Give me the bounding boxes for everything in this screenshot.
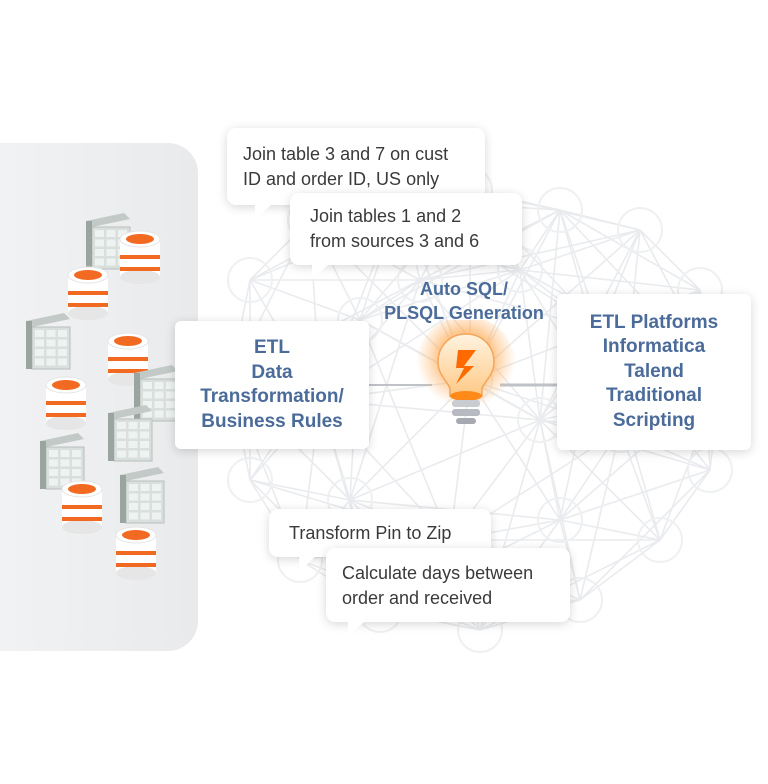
network-line <box>559 519 661 541</box>
bubble-line: order and received <box>342 588 493 608</box>
platform-line: ETL Platforms <box>589 311 719 333</box>
database-icon <box>115 526 157 580</box>
table-icon <box>134 365 179 422</box>
network-node <box>227 257 273 303</box>
network-line <box>579 539 661 601</box>
network-node <box>537 497 583 543</box>
network-line <box>359 269 521 321</box>
network-line <box>559 469 711 521</box>
platform-line: Talend <box>624 360 684 382</box>
network-line <box>249 479 351 501</box>
platform-line: Traditional <box>605 385 703 407</box>
table-icon <box>26 313 71 370</box>
etl-line: Transformation/ <box>200 386 344 407</box>
network-node <box>537 187 583 233</box>
bubble-line: Calculate days between <box>342 563 534 583</box>
network-line <box>639 229 701 291</box>
network-line <box>349 419 541 501</box>
network-line <box>519 269 541 421</box>
data-sources-illustration <box>26 213 179 580</box>
network-line <box>249 279 361 321</box>
network-line <box>579 429 621 601</box>
etl-line: Business Rules <box>201 410 343 432</box>
bubble-line: Join table 3 and 7 on cust <box>243 144 449 164</box>
platform-line: Scripting <box>612 409 696 431</box>
network-line <box>519 209 561 271</box>
bubble-join-sources: Join tables 1 and 2 from sources 3 and 6 <box>290 193 522 280</box>
network-line <box>359 209 561 321</box>
database-icon <box>45 376 87 430</box>
auto-sql-label: Auto SQL/ PLSQL Generation <box>372 277 556 325</box>
platform-line: Informatica <box>602 336 706 358</box>
database-icon <box>119 230 161 284</box>
network-node <box>637 517 683 563</box>
etl-line: ETL <box>254 337 290 358</box>
bubble-line: Join tables 1 and 2 <box>310 206 462 226</box>
network-line <box>419 229 641 281</box>
network-node <box>227 457 273 503</box>
network-node <box>617 207 663 253</box>
network-line <box>519 269 701 291</box>
network-line <box>559 209 641 231</box>
bubble-line: Transform Pin to Zip <box>289 523 452 543</box>
table-icon <box>108 405 153 462</box>
table-icon <box>120 467 165 524</box>
network-line <box>539 419 561 521</box>
bubble-line: from sources 3 and 6 <box>310 231 480 251</box>
bubble-calc-days: Calculate days between order and receive… <box>326 548 570 637</box>
database-icon <box>67 266 109 320</box>
lightbulb-icon <box>416 320 516 424</box>
network-line <box>659 469 711 541</box>
network-line <box>349 279 421 501</box>
network-line <box>359 279 421 321</box>
etl-line: Data <box>251 361 293 383</box>
etl-transformation-box: ETL Data Transformation/ Business Rules <box>175 321 369 449</box>
network-line <box>579 469 711 601</box>
network-line <box>419 269 521 281</box>
bubble-line: ID and order ID, US only <box>243 169 440 189</box>
network-line <box>359 319 451 541</box>
auto-line: Auto SQL/ <box>420 279 508 299</box>
auto-line: PLSQL Generation <box>384 303 544 323</box>
bubble-join-cust-order: Join table 3 and 7 on cust ID and order … <box>227 128 485 220</box>
etl-platforms-box: ETL Platforms Informatica Talend Traditi… <box>557 294 751 450</box>
database-icon <box>61 480 103 534</box>
